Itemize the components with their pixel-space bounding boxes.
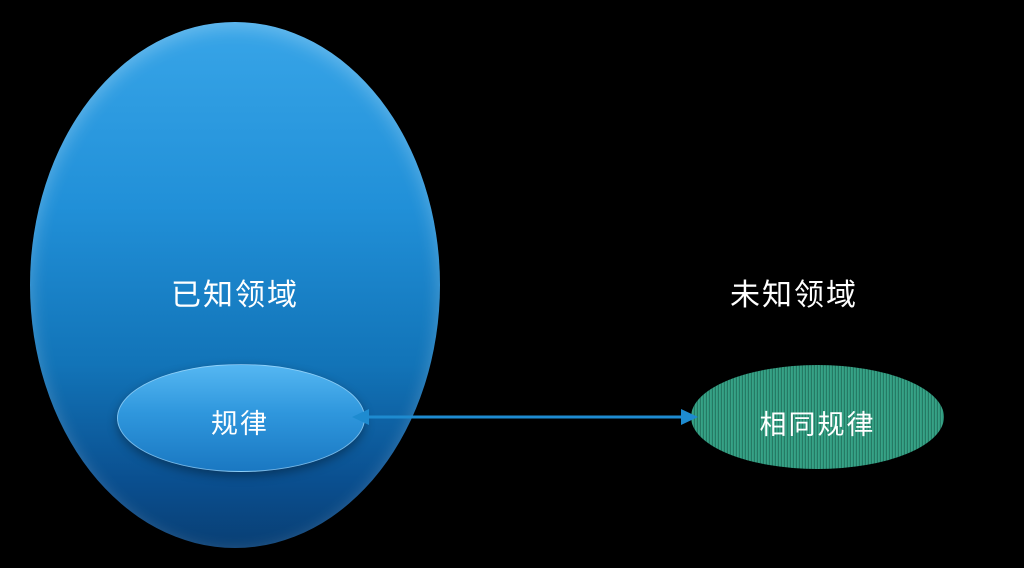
same-law-label: 相同规律 xyxy=(759,410,876,441)
unknown-domain-label: 未知领域 xyxy=(730,278,858,313)
law-label: 规律 xyxy=(211,409,269,440)
same-law-ellipse xyxy=(691,365,944,469)
double-arrow-connector-icon xyxy=(352,409,698,425)
law-ellipse xyxy=(117,364,365,472)
known-domain-label: 已知领域 xyxy=(171,278,299,313)
